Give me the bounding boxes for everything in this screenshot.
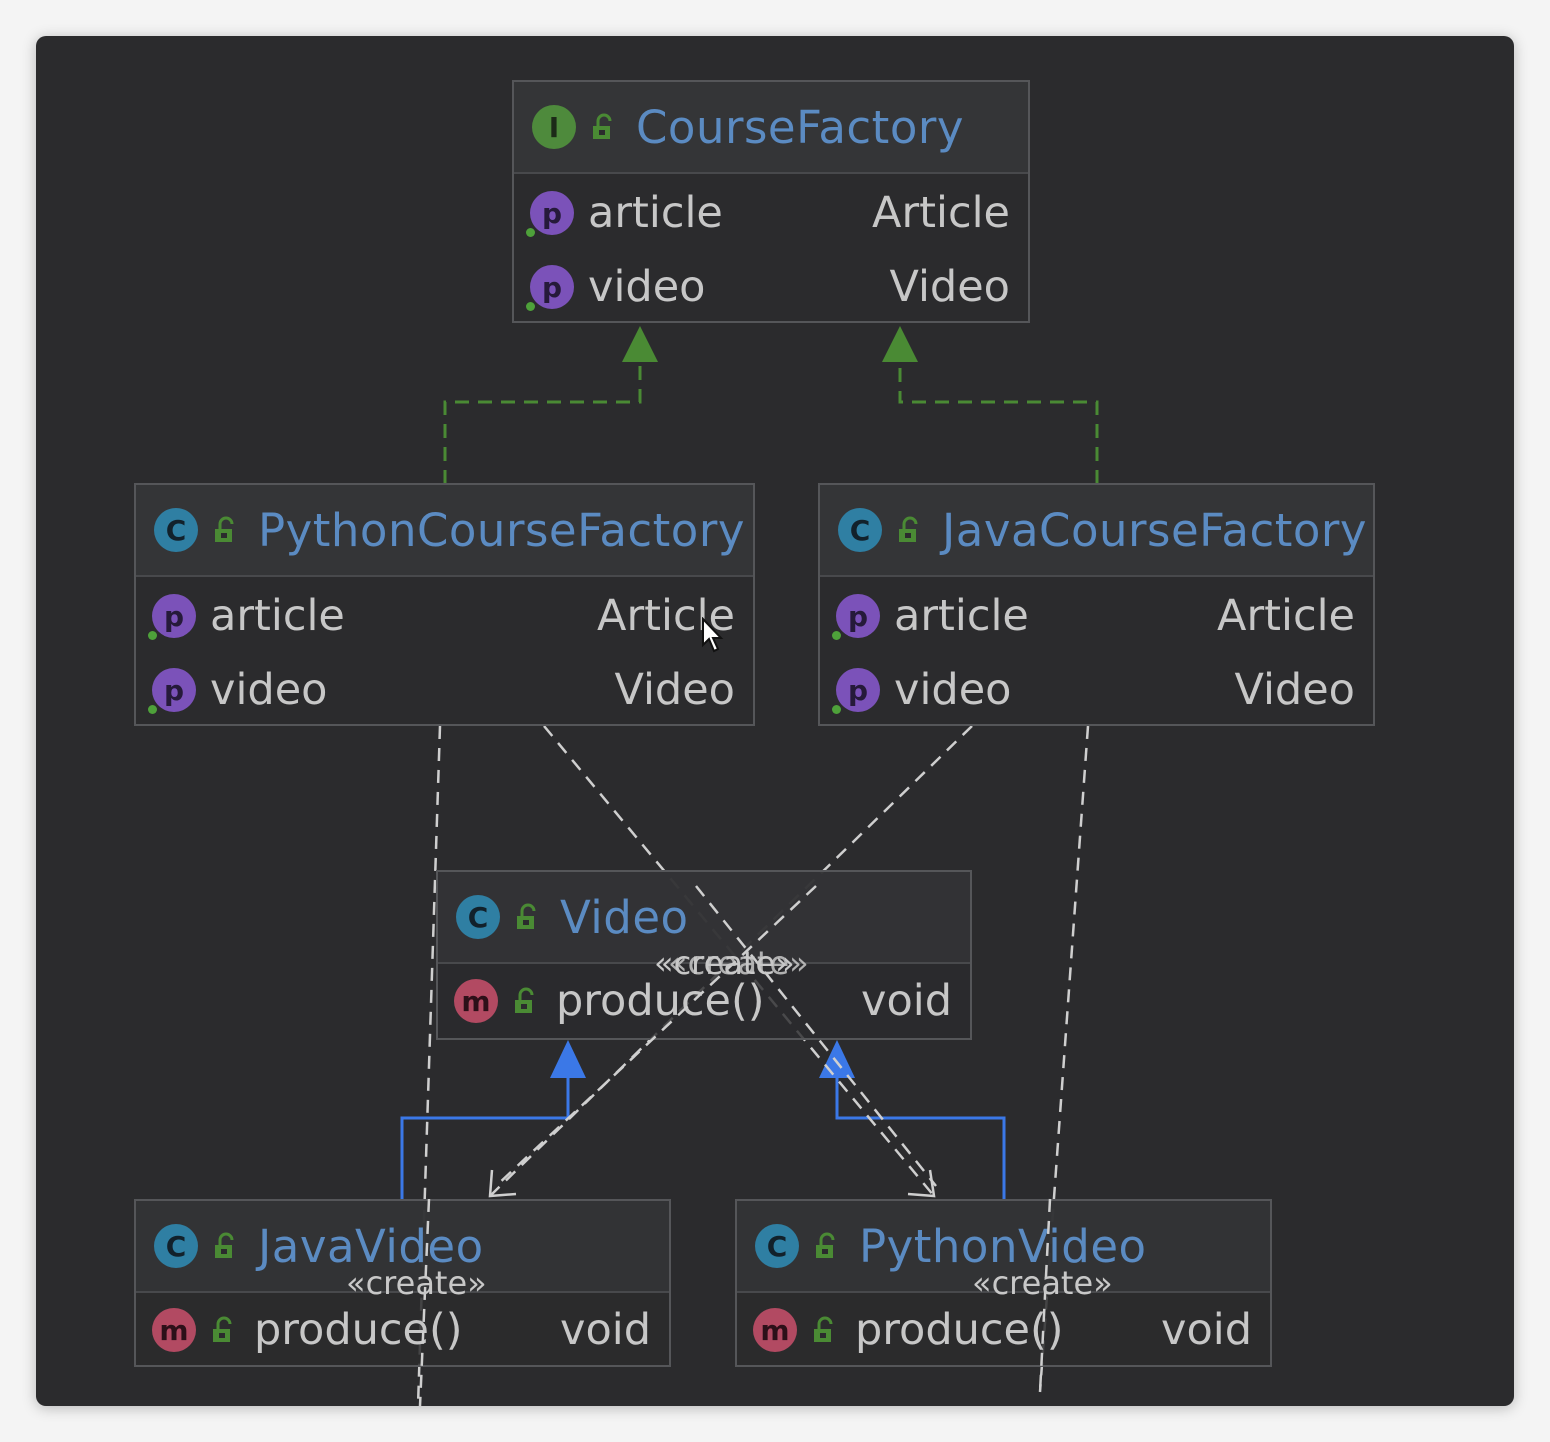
- public-lock-icon: [816, 1232, 835, 1258]
- property-type: Video: [1234, 665, 1355, 715]
- class-title: PythonVideo: [859, 1219, 1147, 1273]
- class-icon: C: [838, 508, 882, 552]
- public-lock-icon: [215, 1232, 234, 1258]
- class-title: PythonCourseFactory: [258, 503, 745, 557]
- public-lock-icon: [215, 516, 234, 542]
- property-row[interactable]: p article Article: [820, 579, 1373, 653]
- property-row[interactable]: p video Video: [820, 653, 1373, 727]
- class-pythonvideo[interactable]: C PythonVideo m produce() void: [735, 1199, 1272, 1367]
- property-name: article: [894, 591, 1029, 641]
- property-icon: p: [526, 265, 574, 311]
- arrowhead-generalization-left: [550, 1040, 586, 1078]
- property-name: video: [894, 665, 1012, 715]
- method-return-type: void: [861, 976, 952, 1026]
- stereotype-label: «create»: [668, 944, 809, 982]
- property-name: video: [210, 665, 328, 715]
- edge-generalization-python-video: [835, 1078, 1006, 1200]
- class-javacoursefactory[interactable]: C JavaCourseFactory p article Article p …: [818, 483, 1375, 726]
- public-lock-icon: [899, 516, 918, 542]
- class-icon: C: [456, 895, 500, 939]
- public-lock-icon: [593, 113, 612, 139]
- class-icon: C: [154, 1224, 198, 1268]
- stereotype-label: «create»: [972, 1264, 1113, 1302]
- property-type: Video: [614, 665, 735, 715]
- arrowhead-realization-right: [882, 326, 918, 362]
- class-title: Video: [560, 890, 689, 944]
- property-row[interactable]: p video Video: [136, 653, 753, 727]
- method-return-type: void: [560, 1305, 651, 1355]
- class-header: C JavaCourseFactory: [820, 485, 1373, 577]
- class-title: JavaCourseFactory: [942, 503, 1368, 557]
- class-icon: C: [755, 1224, 799, 1268]
- mouse-cursor-icon: [702, 617, 724, 653]
- arrowhead-realization-left: [622, 326, 658, 362]
- property-name: article: [588, 188, 723, 238]
- property-row[interactable]: p article Article: [136, 579, 753, 653]
- public-lock-icon: [515, 987, 534, 1013]
- edge-generalization-java-video: [400, 1078, 570, 1200]
- class-pythoncoursefactory[interactable]: C PythonCourseFactory p article Article …: [134, 483, 755, 726]
- public-lock-icon: [517, 903, 536, 929]
- arrowhead-create-java-video: [488, 1169, 517, 1198]
- property-type: Video: [889, 262, 1010, 312]
- property-icon: p: [526, 191, 574, 237]
- class-title: JavaVideo: [258, 1219, 484, 1273]
- public-lock-icon: [213, 1316, 232, 1342]
- class-title: CourseFactory: [636, 100, 964, 154]
- public-lock-icon: [814, 1316, 833, 1342]
- class-header: I CourseFactory: [514, 82, 1028, 174]
- method-icon: m: [753, 1308, 797, 1352]
- method-return-type: void: [1161, 1305, 1252, 1355]
- class-header: C PythonCourseFactory: [136, 485, 753, 577]
- property-row[interactable]: p video Video: [514, 250, 1028, 324]
- stereotype-label: «create»: [654, 944, 795, 982]
- method-icon: m: [152, 1308, 196, 1352]
- property-icon: p: [148, 594, 196, 640]
- class-coursefactory[interactable]: I CourseFactory p article Article p vide…: [512, 80, 1030, 323]
- property-icon: p: [832, 668, 880, 714]
- property-name: article: [210, 591, 345, 641]
- method-name: produce(): [254, 1305, 463, 1355]
- property-row[interactable]: p article Article: [514, 176, 1028, 250]
- class-header: C JavaVideo: [136, 1201, 669, 1293]
- edge-realization-python-factory: [443, 362, 642, 484]
- property-icon: p: [148, 668, 196, 714]
- property-icon: p: [832, 594, 880, 640]
- method-name: produce(): [556, 976, 765, 1026]
- edge-realization-java-factory: [898, 362, 1099, 484]
- method-icon: m: [454, 979, 498, 1023]
- edge-create-python-factory-down: [416, 725, 442, 1406]
- method-name: produce(): [855, 1305, 1064, 1355]
- property-type: Article: [1217, 591, 1355, 641]
- class-header: C PythonVideo: [737, 1201, 1270, 1293]
- arrowhead-generalization-right: [819, 1040, 855, 1078]
- class-javavideo[interactable]: C JavaVideo m produce() void: [134, 1199, 671, 1367]
- class-icon: C: [154, 508, 198, 552]
- stereotype-label: «create»: [346, 1264, 487, 1302]
- interface-icon: I: [532, 105, 576, 149]
- property-name: video: [588, 262, 706, 312]
- method-row[interactable]: m produce() void: [737, 1293, 1270, 1367]
- method-row[interactable]: m produce() void: [136, 1293, 669, 1367]
- property-type: Article: [872, 188, 1010, 238]
- uml-diagram-canvas: I CourseFactory p article Article p vide…: [36, 36, 1514, 1406]
